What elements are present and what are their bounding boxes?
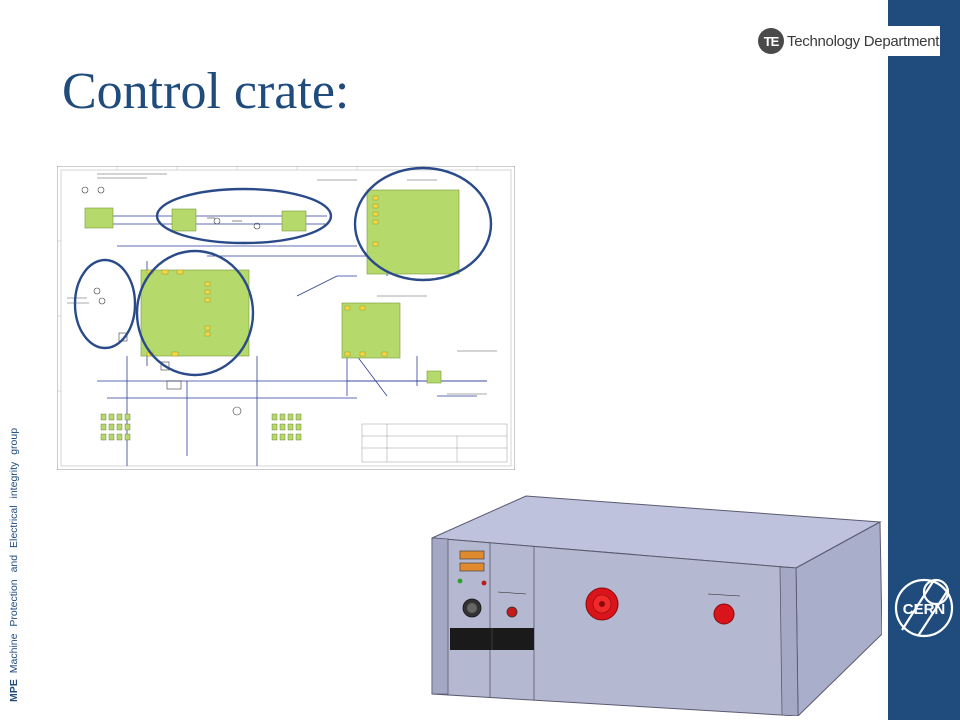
mpe-abbreviation: MPE: [8, 679, 20, 702]
te-department-logo: TE Technology Department: [756, 26, 940, 56]
group-sidebar-text: MPE Machine Protection and Electrical int…: [8, 428, 20, 702]
cern-logo-text: CERN: [903, 601, 946, 618]
group-name: Machine Protection and Electrical integr…: [8, 427, 20, 674]
slide-title: Control crate:: [62, 63, 350, 120]
control-crate-3d-model: [431, 495, 882, 716]
cern-logo: CERN: [888, 572, 960, 644]
te-department-name: Technology Department: [787, 32, 940, 50]
control-crate-schematic: [57, 166, 515, 470]
te-badge: TE: [758, 28, 784, 54]
